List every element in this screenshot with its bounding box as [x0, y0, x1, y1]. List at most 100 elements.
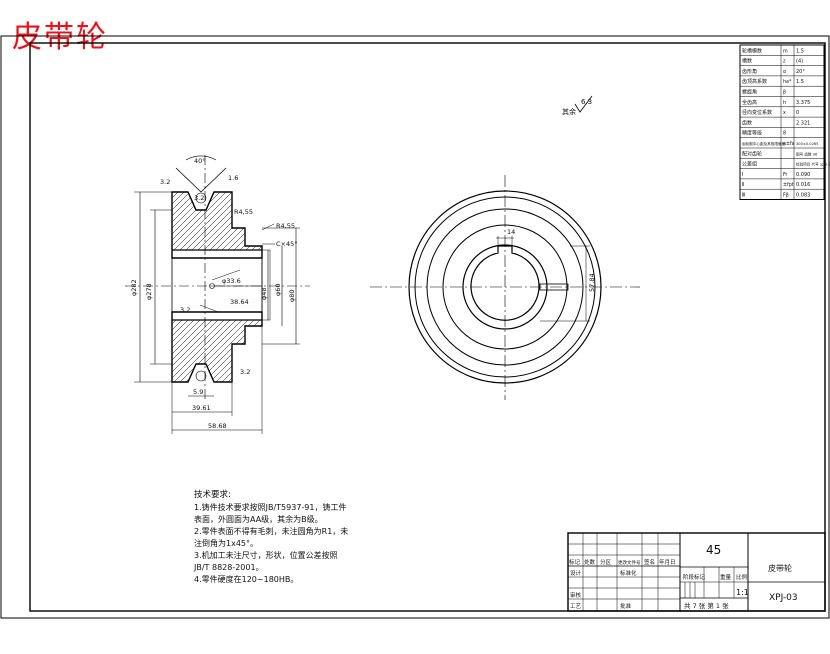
top-chamfer-label: R4,55 [234, 208, 253, 216]
key-width-label: 14 [507, 228, 515, 236]
tb-check: 审核 [570, 591, 582, 599]
bore-keyway-outline [470, 245, 540, 321]
roughness-label-c: 3.2 [180, 306, 190, 314]
hub2-diameter-label: φ60 [274, 283, 282, 296]
notes-line-7: 4.零件硬度在120~180HB。 [194, 574, 298, 584]
tb-approve: 批准 [620, 602, 632, 610]
notes-line-5: 3.机加工未注尺寸，形状，位置公差按照 [194, 550, 338, 560]
svg-text:其余: 其余 [562, 107, 576, 116]
param-name: 公差组 [742, 161, 757, 168]
hub-outer-circle [462, 244, 548, 330]
notes-line-3: 2.零件表面不得有毛刺，未注圆角为R1，未 [194, 526, 348, 536]
param-value: 0.016 [796, 182, 810, 188]
param-value: 0.083 [796, 193, 810, 199]
param-symbol: a±fa [783, 141, 795, 147]
tb-part-name: 皮带轮 [768, 563, 792, 573]
param-symbol: x [783, 111, 786, 116]
tb-craft: 工艺 [570, 603, 582, 610]
center-mark [209, 283, 215, 289]
rough-leader [199, 304, 219, 313]
tb-scale: 1:1 [736, 588, 749, 597]
technical-notes: 技术要求: 1.铸件技术要求按照JB/T5937-91，铸工件 表面，外圆面为A… [193, 489, 348, 584]
small-top-label: R4,55 [276, 222, 295, 230]
svg-text:6.3: 6.3 [581, 98, 592, 106]
notes-line-2: 表面，外圆面为AA级，其余为B级。 [194, 514, 323, 524]
rim-root-circle [426, 208, 584, 366]
param-symbol: Fβ [783, 193, 789, 199]
tb-mark: 标记 [569, 558, 581, 566]
param-name: Ⅲ [742, 193, 745, 199]
tb-date: 年月日 [659, 558, 676, 566]
param-name: 轮槽模数 [742, 47, 762, 54]
param-symbol: ha* [783, 79, 792, 85]
front-view [370, 175, 640, 400]
param-name: Ⅱ [742, 182, 744, 188]
groove-angle-lines [175, 167, 227, 193]
param-name: 配对齿轮 [742, 150, 762, 157]
param-name: 全齿高 [742, 99, 757, 106]
top-small-leader [261, 223, 275, 231]
mid-diameter-label: φ278 [145, 283, 153, 300]
dim-hole-box [261, 249, 271, 321]
param-value: 300±0.0265 [796, 142, 818, 146]
param-value: 0 [796, 110, 799, 116]
outer-diameter-label: φ282 [130, 279, 138, 296]
param-name: Ⅰ [742, 172, 743, 178]
groove-angle-arc [185, 155, 217, 161]
key-depth-label: 57.84 [588, 273, 596, 292]
param-name: 齿轮副中心距及其极限偏差 [742, 141, 786, 146]
param-name: 齿顶高系数 [742, 78, 767, 85]
param-symbol: β [783, 90, 786, 96]
section-view [125, 155, 310, 434]
rim-inner-circle [442, 224, 568, 350]
param-name: 齿数 [742, 119, 752, 126]
upper-hatching [172, 192, 262, 250]
hub1-diameter-label: φ80 [288, 289, 296, 302]
tb-std: 标准化 [620, 569, 637, 577]
param-name: 径向变位系数 [742, 109, 772, 116]
tb-stage: 阶段标记 [683, 573, 706, 581]
param-symbol: α [783, 70, 786, 75]
outer-frame [0, 35, 830, 619]
tb-sheets: 共 7 张 第 1 张 [684, 601, 729, 610]
hub-width-label: 38.64 [230, 298, 249, 306]
notes-heading: 技术要求: [194, 489, 231, 500]
param-name: 齿形角 [742, 68, 757, 75]
param-name: 槽数 [742, 58, 752, 65]
param-value: 图号 齿数 36 [796, 151, 818, 156]
key-slot-detail [539, 283, 569, 291]
rim-groove-circle [414, 196, 596, 378]
tb-weight: 重量 [720, 573, 732, 581]
param-name: 精度等级 [742, 130, 762, 137]
roughness-label-b: 3.2 [194, 194, 204, 202]
param-symbol: m [783, 49, 788, 54]
tb-material: 45 [706, 543, 721, 557]
tb-drawing-no: XPJ-03 [769, 593, 798, 603]
param-value: (4) [796, 59, 803, 65]
roughness-label-a: 3.2 [160, 178, 170, 186]
param-value: 2.321 [796, 120, 810, 126]
notes-line-6: JB/T 8828-2001。 [193, 563, 264, 572]
total-width-label: 58.68 [208, 422, 227, 430]
groove-circle-bottom [195, 370, 207, 382]
param-symbol: ±fpt [783, 182, 794, 188]
title-block [567, 532, 826, 612]
param-symbol: Fr [783, 172, 787, 178]
groove-width-label: 5.9 [193, 388, 203, 396]
param-value: 1.5 [796, 79, 804, 85]
drawing-title: 皮带轮 [12, 20, 108, 55]
tb-count: 处数 [584, 558, 596, 566]
roughness-label-d: 3.2 [240, 368, 250, 376]
param-symbol: z [783, 60, 786, 65]
groove-circle-top [195, 192, 207, 204]
tb-zone: 分区 [600, 558, 612, 566]
hole-diameter-label: φ48 [260, 287, 268, 300]
param-name: 螺旋角 [742, 89, 757, 96]
tb-doc: 更改文件号 [618, 559, 641, 566]
param-symbol: 8 [783, 131, 786, 137]
notes-line-4: 注倒角为1x45°。 [194, 538, 258, 548]
param-value: 0.090 [796, 172, 810, 178]
tb-design: 设计 [570, 569, 582, 577]
leader-small [211, 269, 241, 281]
